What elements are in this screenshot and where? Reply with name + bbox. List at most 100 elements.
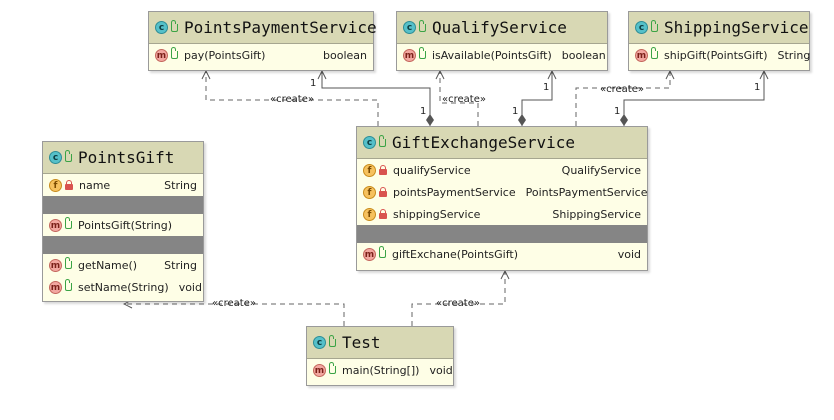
method-icon: m [49,280,62,294]
method-row[interactable]: m giftExchane(PointsGift) void [357,243,647,265]
create-label: «create» [212,298,256,309]
method-row[interactable]: m main(String[]) void [307,359,453,381]
public-icon [651,19,658,32]
method-icon: m [49,218,62,232]
method-name: getName() [78,258,138,272]
create-label: «create» [270,94,314,105]
class-header: c PointsPaymentService [149,12,377,44]
multiplicity-label: 1 [754,82,761,93]
field-row[interactable]: f shippingService ShippingService [357,203,647,225]
section-separator [43,196,203,214]
field-row[interactable]: f qualifyService QualifyService [357,159,647,181]
composition-edge-points-payment [322,71,430,126]
public-icon [419,19,426,32]
create-label: «create» [442,94,486,105]
public-icon [651,47,658,59]
class-test[interactable]: c Test m main(String[]) void [306,326,454,386]
class-icon: c [49,151,62,164]
method-icon: m [49,258,62,272]
class-points-gift[interactable]: c PointsGift f name String m PointsGift(… [42,141,204,302]
field-row[interactable]: f name String [43,174,203,196]
method-row[interactable]: m setName(String) void [43,276,203,298]
class-qualify-service[interactable]: c QualifyService m isAvailable(PointsGif… [396,11,608,71]
composition-edge-shipping [624,71,764,126]
method-type: void [617,247,641,261]
class-name: QualifyService [432,18,567,37]
class-points-payment-service[interactable]: c PointsPaymentService m pay(PointsGift)… [148,11,377,71]
class-name: GiftExchangeService [392,133,576,152]
method-name: isAvailable(PointsGift) [432,48,552,62]
create-edge-gift-exchange [411,271,505,326]
method-icon: m [313,363,326,377]
public-icon [65,149,72,162]
method-type: void [429,363,453,377]
multiplicity-label: 1 [543,82,550,93]
multiplicity-label: 1 [512,106,519,117]
class-icon: c [635,21,648,34]
create-edge-points-gift [124,304,345,326]
method-row[interactable]: m isAvailable(PointsGift) boolean [397,44,607,66]
method-row[interactable]: m shipGift(PointsGift) String [629,44,811,66]
field-name: shippingService [393,207,481,221]
class-gift-exchange-service[interactable]: c GiftExchangeService f qualifyService Q… [356,126,648,271]
public-icon [329,362,336,374]
create-edge-qualify [440,71,479,126]
public-icon [329,334,336,347]
create-edge-shipping [575,71,670,126]
multiplicity-label: 1 [614,106,621,117]
method-icon: m [363,247,376,261]
method-row[interactable]: m getName() String [43,254,203,276]
field-icon: f [363,185,376,199]
class-header: c QualifyService [397,12,607,44]
class-name: ShippingService [664,18,809,37]
class-header: c GiftExchangeService [357,127,647,159]
private-icon [379,208,387,219]
field-row[interactable]: f pointsPaymentService PointsPaymentServ… [357,181,647,203]
method-icon: m [155,48,168,62]
method-name: setName(String) [78,280,169,294]
create-edge-points-payment [206,71,379,126]
method-type: boolean [561,48,606,62]
public-icon [379,246,386,258]
class-shipping-service[interactable]: c ShippingService m shipGift(PointsGift)… [628,11,810,71]
method-name: shipGift(PointsGift) [664,48,768,62]
create-label: «create» [436,298,480,309]
method-name: main(String[]) [342,363,420,377]
constructor-row[interactable]: m PointsGift(String) [43,214,203,236]
public-icon [65,217,72,229]
field-icon: f [363,163,376,177]
class-icon: c [403,21,416,34]
field-name: pointsPaymentService [393,185,516,199]
field-name: qualifyService [393,163,471,177]
field-type: ShippingService [552,207,641,221]
public-icon [171,47,178,59]
public-icon [379,134,386,147]
class-name: PointsGift [78,148,175,167]
class-header: c PointsGift [43,142,203,174]
method-icon: m [403,48,416,62]
method-type: boolean [323,48,367,62]
class-header: c ShippingService [629,12,809,44]
method-row[interactable]: m pay(PointsGift) boolean [149,44,373,66]
class-icon: c [155,21,168,34]
method-name: pay(PointsGift) [184,48,266,62]
class-icon: c [363,136,376,149]
composition-edge-qualify [522,71,552,126]
field-type: QualifyService [561,163,641,177]
multiplicity-label: 1 [420,106,427,117]
create-label: «create» [600,84,644,95]
public-icon [65,279,72,291]
public-icon [419,47,426,59]
class-name: PointsPaymentService [184,18,377,37]
constructor-name: PointsGift(String) [78,218,173,232]
method-type: void [178,280,202,294]
private-icon [379,186,387,197]
field-icon: f [49,178,62,192]
method-type: String [777,48,811,62]
multiplicity-label: 1 [310,78,317,89]
method-icon: m [635,48,648,62]
public-icon [171,19,178,32]
method-name: giftExchane(PointsGift) [392,247,518,261]
field-type: PointsPaymentService [525,185,648,199]
